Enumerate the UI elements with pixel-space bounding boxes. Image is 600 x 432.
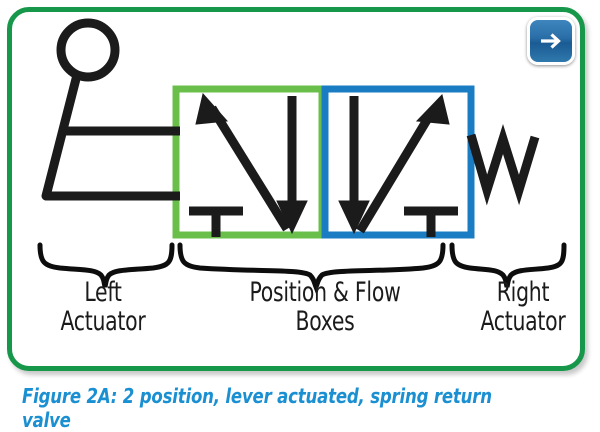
arrow-right-icon	[536, 26, 566, 56]
label-right-actuator-line2: Actuator	[480, 306, 566, 337]
next-arrow-button[interactable]	[527, 17, 575, 65]
figure-caption: Figure 2A: 2 position, lever actuated, s…	[22, 384, 492, 432]
label-position-flow-boxes-line2: Boxes	[295, 306, 355, 337]
label-left-actuator-line2: Actuator	[60, 306, 146, 337]
label-right-actuator-line1: Right	[496, 277, 550, 308]
label-left-actuator: Left Actuator	[32, 278, 175, 336]
label-position-flow-boxes: Position & Flow Boxes	[203, 278, 447, 336]
label-right-actuator: Right Actuator	[460, 278, 586, 336]
label-left-actuator-line1: Left	[84, 277, 122, 308]
screenshot-root: Left Actuator Position & Flow Boxes Righ…	[7, 7, 586, 432]
label-position-flow-boxes-line1: Position & Flow	[249, 277, 401, 308]
